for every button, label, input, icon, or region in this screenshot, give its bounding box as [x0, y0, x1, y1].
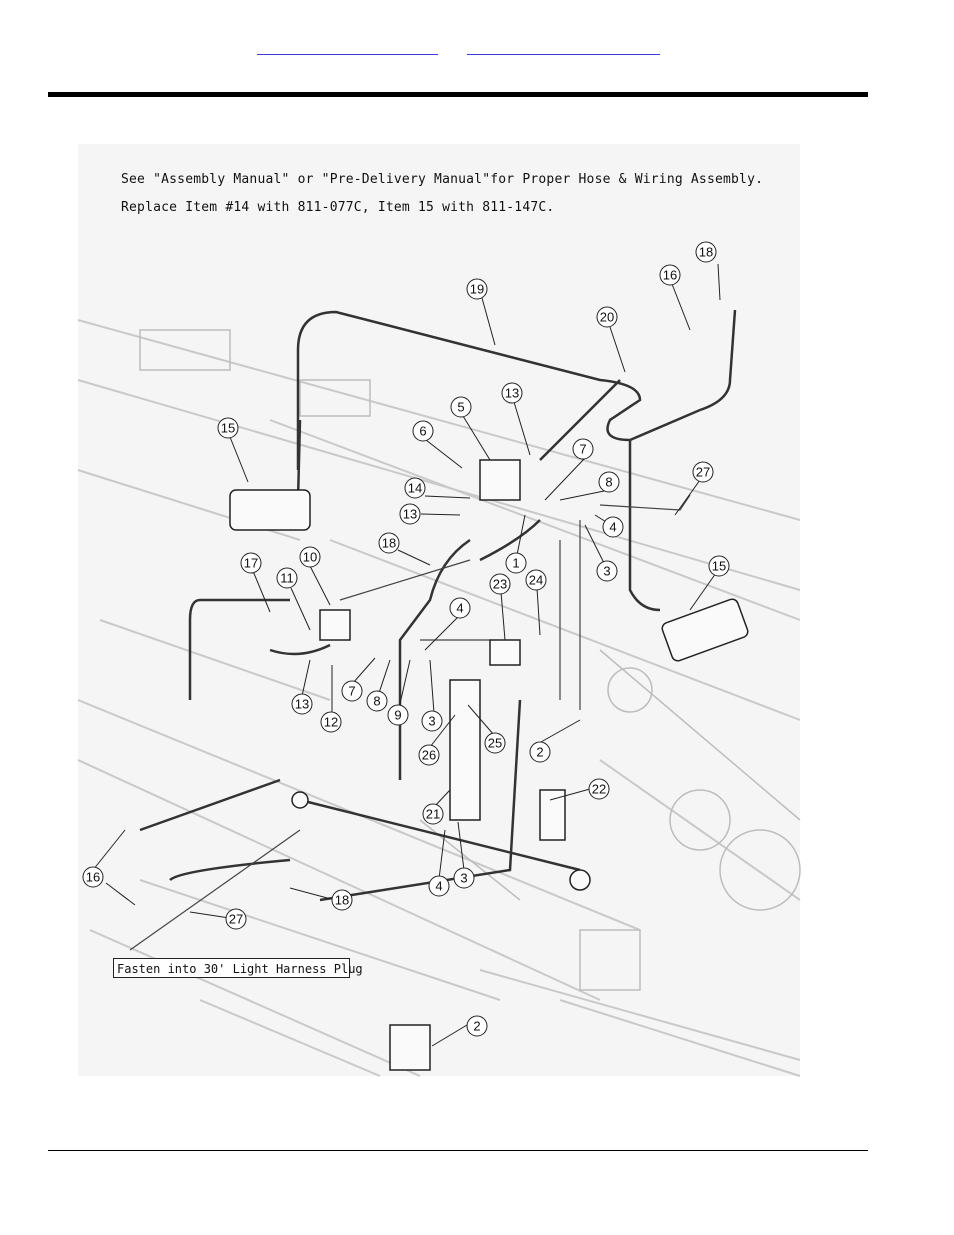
svg-text:21: 21	[426, 807, 440, 822]
svg-text:18: 18	[382, 536, 396, 551]
callout-24: 24	[526, 570, 546, 590]
callout-25: 25	[485, 733, 505, 753]
callout-8: 8	[367, 691, 387, 711]
svg-text:4: 4	[456, 601, 463, 616]
svg-text:23: 23	[493, 577, 507, 592]
replacement-note: Replace Item #14 with 811-077C, Item 15 …	[121, 200, 554, 215]
svg-text:14: 14	[408, 481, 422, 496]
svg-text:25: 25	[488, 736, 502, 751]
svg-text:24: 24	[529, 573, 543, 588]
svg-text:10: 10	[303, 550, 317, 565]
svg-text:8: 8	[605, 475, 612, 490]
callout-18: 18	[696, 242, 716, 262]
svg-text:3: 3	[460, 871, 467, 886]
callout-18: 18	[379, 533, 399, 553]
svg-text:27: 27	[696, 465, 710, 480]
assembly-note: See "Assembly Manual" or "Pre-Delivery M…	[121, 172, 763, 187]
callout-21: 21	[423, 804, 443, 824]
svg-text:2: 2	[473, 1019, 480, 1034]
svg-text:9: 9	[394, 708, 401, 723]
callout-5: 5	[451, 397, 471, 417]
svg-text:11: 11	[280, 571, 294, 586]
callout-10: 10	[300, 547, 320, 567]
callout-13: 13	[502, 383, 522, 403]
callout-7: 7	[342, 681, 362, 701]
callout-27: 27	[226, 909, 246, 929]
callout-2: 2	[467, 1016, 487, 1036]
callout-2: 2	[530, 742, 550, 762]
svg-text:6: 6	[419, 424, 426, 439]
svg-text:15: 15	[221, 421, 235, 436]
callout-7: 7	[573, 439, 593, 459]
callout-16: 16	[660, 265, 680, 285]
svg-text:26: 26	[422, 748, 436, 763]
callout-11: 11	[277, 568, 297, 588]
svg-text:5: 5	[457, 400, 464, 415]
callout-19: 19	[467, 279, 487, 299]
svg-text:19: 19	[470, 282, 484, 297]
svg-text:7: 7	[348, 684, 355, 699]
svg-text:22: 22	[592, 782, 606, 797]
callout-18: 18	[332, 890, 352, 910]
callout-13: 13	[400, 504, 420, 524]
svg-text:15: 15	[712, 559, 726, 574]
svg-text:3: 3	[603, 564, 610, 579]
callout-3: 3	[422, 711, 442, 731]
callout-14: 14	[405, 478, 425, 498]
callout-27: 27	[693, 462, 713, 482]
svg-text:18: 18	[699, 245, 713, 260]
callout-8: 8	[599, 472, 619, 492]
svg-text:16: 16	[663, 268, 677, 283]
svg-text:18: 18	[335, 893, 349, 908]
callout-15: 15	[218, 418, 238, 438]
svg-text:1: 1	[512, 556, 519, 571]
svg-text:8: 8	[373, 694, 380, 709]
callout-20: 20	[597, 307, 617, 327]
callout-13: 13	[292, 694, 312, 714]
svg-text:27: 27	[229, 912, 243, 927]
svg-text:13: 13	[505, 386, 519, 401]
svg-text:16: 16	[86, 870, 100, 885]
callout-23: 23	[490, 574, 510, 594]
callout-4: 4	[429, 876, 449, 896]
callout-3: 3	[454, 868, 474, 888]
callout-9: 9	[388, 705, 408, 725]
svg-text:17: 17	[244, 556, 258, 571]
svg-text:13: 13	[295, 697, 309, 712]
svg-text:13: 13	[403, 507, 417, 522]
svg-text:2: 2	[536, 745, 543, 760]
callout-17: 17	[241, 553, 261, 573]
svg-text:20: 20	[600, 310, 614, 325]
callout-26: 26	[419, 745, 439, 765]
callout-4: 4	[450, 598, 470, 618]
callout-3: 3	[597, 561, 617, 581]
callout-6: 6	[413, 421, 433, 441]
svg-text:3: 3	[428, 714, 435, 729]
svg-text:4: 4	[609, 520, 616, 535]
callout-12: 12	[321, 712, 341, 732]
harness-label: Fasten into 30' Light Harness Plug	[113, 958, 350, 978]
svg-text:4: 4	[435, 879, 442, 894]
callout-22: 22	[589, 779, 609, 799]
callout-16: 16	[83, 867, 103, 887]
callout-4: 4	[603, 517, 623, 537]
svg-text:12: 12	[324, 715, 338, 730]
callout-15: 15	[709, 556, 729, 576]
footer-rule	[48, 1150, 868, 1151]
svg-text:7: 7	[579, 442, 586, 457]
callout-1: 1	[506, 553, 526, 573]
